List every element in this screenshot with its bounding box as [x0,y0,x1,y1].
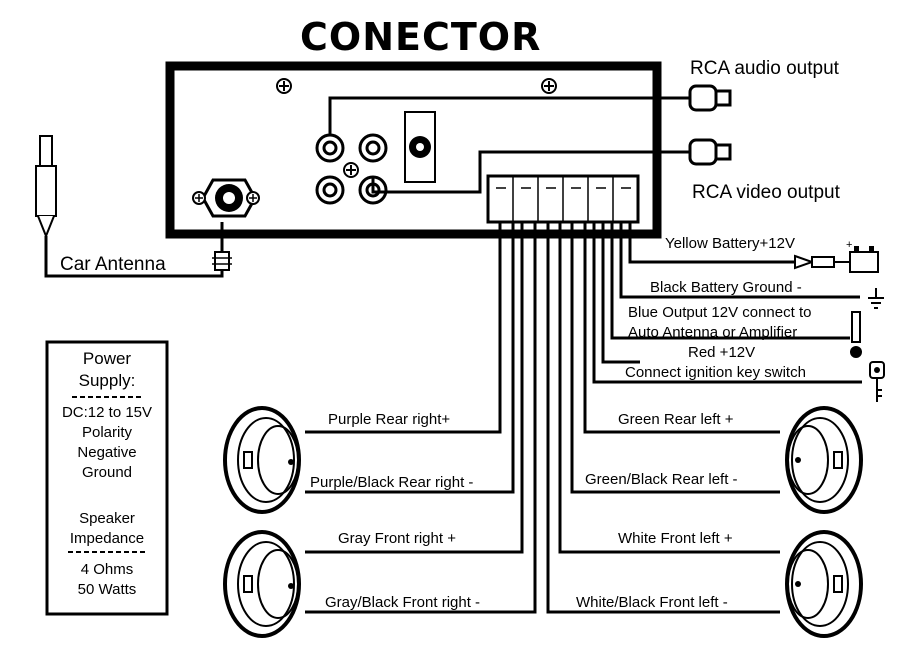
wire-purple-label: Purple Rear right+ [328,411,450,428]
antenna-label: Car Antenna [60,254,166,275]
wire-green [583,222,780,434]
rca-audio-label: RCA audio output [690,58,840,79]
spec-power-label-1: Power [83,349,132,368]
rca-audio-line [328,96,690,135]
screw-icon [343,162,359,178]
spec-dc: DC:12 to 15V [62,404,152,421]
wire-green-black [570,222,780,494]
wire-purple-black-label: Purple/Black Rear right - [310,474,473,491]
wire-blue-label-2: Auto Antenna or Amplifier [628,324,797,341]
spec-speaker-label-2: Impedance [70,530,144,547]
spec-polarity: Polarity [82,424,133,441]
wire-white-black-label: White/Black Front left - [576,594,728,611]
wire-red [601,222,640,364]
wire-gray [305,222,524,554]
spec-speaker-label-1: Speaker [79,510,135,527]
spec-negative: Negative [77,444,136,461]
svg-text:+: + [846,239,852,251]
diagram-title: CONECTOR [300,15,541,59]
wire-blue-label-1: Blue Output 12V connect to [628,304,811,321]
wire-ignition-label: Connect ignition key switch [625,364,806,381]
spec-box: Power Supply: DC:12 to 15V Polarity Nega… [45,340,169,616]
wire-white [558,222,780,554]
rca-video-label: RCA video output [692,182,841,203]
rca-plug-icon [688,84,732,112]
fuse-socket-icon [404,111,436,183]
wire-white-label: White Front left + [618,530,733,547]
wire-white-black [546,222,780,614]
speaker-rear-left-icon [785,406,863,514]
wire-purple [305,222,502,434]
screw-icon [541,78,557,94]
ignition-key-icon [869,361,885,402]
wire-green-black-label: Green/Black Rear left - [585,471,738,488]
spec-power-label-2: Supply: [79,371,136,390]
speaker-front-right-icon [223,530,301,638]
battery-icon: + [846,239,879,273]
harness-connector [486,174,640,224]
wire-gray-black [305,222,537,614]
rca-video-line [371,150,690,194]
rca-jack-icon [315,133,345,163]
head-unit-panel [165,61,662,239]
antenna-socket-icon [192,178,260,218]
ground-icon [868,288,884,309]
speaker-front-left-icon [785,530,863,638]
spec-watts: 50 Watts [78,581,137,598]
amplifier-antenna-icon [850,311,862,358]
wire-black [619,222,860,299]
antenna-plug-icon [212,251,232,271]
wire-black-label: Black Battery Ground - [650,279,802,296]
wire-gray-label: Gray Front right + [338,530,456,547]
wire-yellow [628,222,795,264]
spec-ohms: 4 Ohms [81,561,134,578]
wire-green-label: Green Rear left + [618,411,734,428]
wire-ignition [592,222,862,384]
wire-purple-black [305,222,515,494]
wire-red-label: Red +12V [688,344,755,361]
rca-jack-icon [358,133,388,163]
screw-icon [276,78,292,94]
spec-ground: Ground [82,464,132,481]
wire-yellow-label: Yellow Battery+12V [665,235,795,252]
speaker-rear-right-icon [223,406,301,514]
antenna-icon [35,135,57,239]
wire-gray-black-label: Gray/Black Front right - [325,594,480,611]
wire-blue [610,222,850,340]
fuse-icon [794,254,850,270]
rca-jack-icon [315,175,345,205]
rca-plug-icon [688,138,732,166]
antenna-cable [44,222,224,278]
